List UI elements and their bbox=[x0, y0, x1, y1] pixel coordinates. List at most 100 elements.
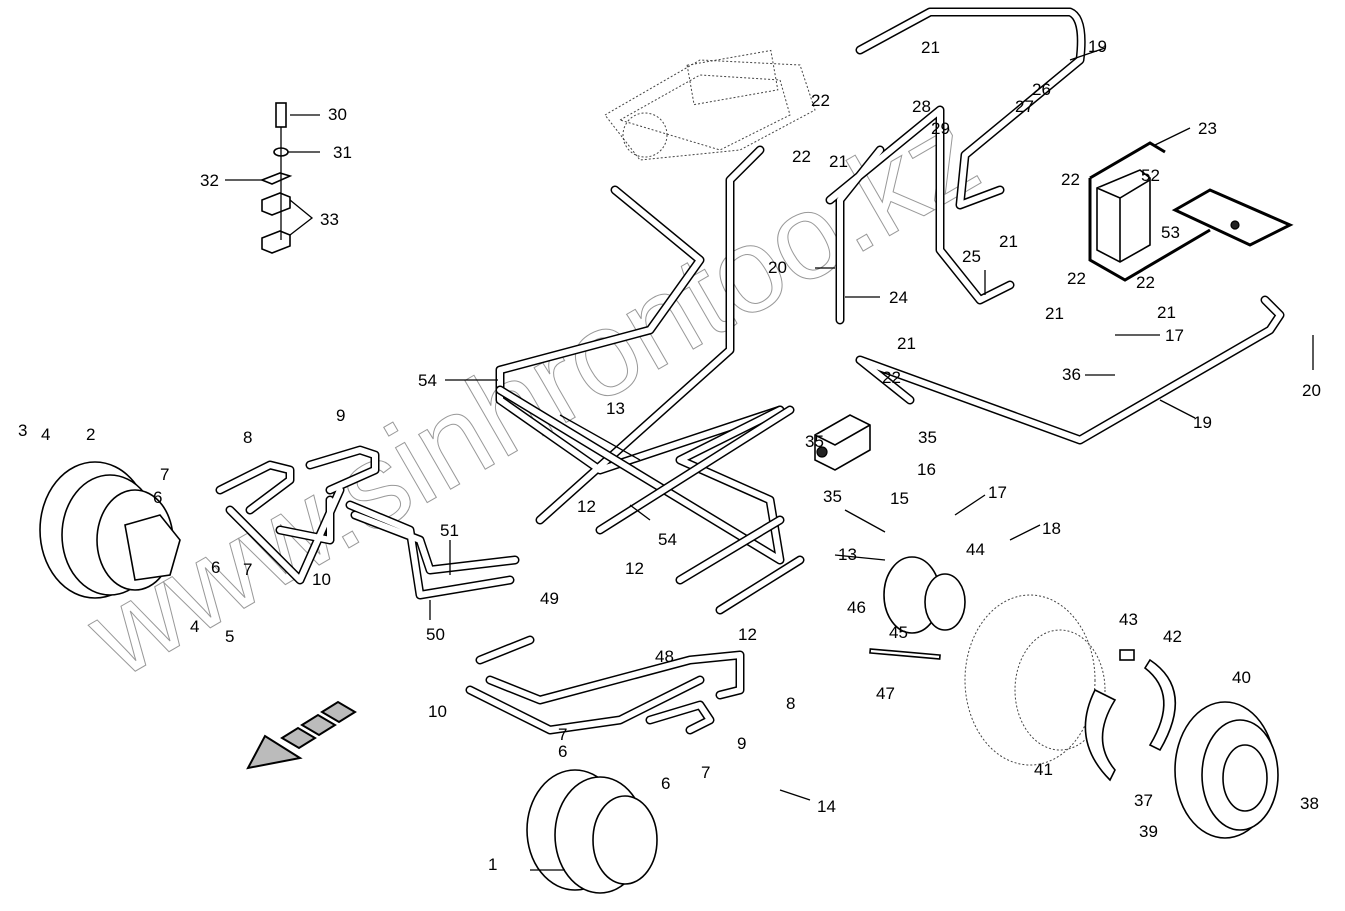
callout-50: 50 bbox=[426, 625, 445, 644]
callout-9: 9 bbox=[336, 406, 345, 425]
callout-32: 32 bbox=[200, 171, 219, 190]
callout-27: 27 bbox=[1015, 97, 1034, 116]
callout-12: 12 bbox=[625, 559, 644, 578]
callout-4: 4 bbox=[41, 425, 50, 444]
callout-6: 6 bbox=[153, 488, 162, 507]
callout-35: 35 bbox=[918, 428, 937, 447]
callout-17: 17 bbox=[1165, 326, 1184, 345]
callout-45: 45 bbox=[889, 623, 908, 642]
callout-30: 30 bbox=[328, 105, 347, 124]
callout-18: 18 bbox=[1042, 519, 1061, 538]
callout-12: 12 bbox=[577, 497, 596, 516]
callout-29: 29 bbox=[931, 119, 950, 138]
callout-21: 21 bbox=[829, 152, 848, 171]
callout-51: 51 bbox=[440, 521, 459, 540]
callout-8: 8 bbox=[243, 428, 252, 447]
o-ring-45 bbox=[924, 573, 966, 631]
callout-21: 21 bbox=[897, 334, 916, 353]
callout-44: 44 bbox=[966, 540, 985, 559]
callout-42: 42 bbox=[1163, 627, 1182, 646]
callout-21: 21 bbox=[1157, 303, 1176, 322]
callout-10: 10 bbox=[312, 570, 331, 589]
callout-36: 36 bbox=[1062, 365, 1081, 384]
callout-22: 22 bbox=[1061, 170, 1080, 189]
callout-25: 25 bbox=[962, 247, 981, 266]
callout-9: 9 bbox=[737, 734, 746, 753]
callout-20: 20 bbox=[768, 258, 787, 277]
callout-54: 54 bbox=[418, 371, 437, 390]
callout-48: 48 bbox=[655, 647, 674, 666]
callout-31: 31 bbox=[333, 143, 352, 162]
callout-21: 21 bbox=[999, 232, 1018, 251]
callout-22: 22 bbox=[1136, 273, 1155, 292]
callout-8: 8 bbox=[786, 694, 795, 713]
pipe-50-51 bbox=[345, 500, 520, 600]
callout-6: 6 bbox=[211, 558, 220, 577]
callout-3: 3 bbox=[18, 421, 27, 440]
callout-13: 13 bbox=[606, 399, 625, 418]
pipe-8-9-10-left bbox=[215, 445, 380, 585]
callout-13: 13 bbox=[838, 545, 857, 564]
pipe-13 bbox=[495, 385, 785, 565]
callout-labels: 1 2 3 4 4 5 6 6 6 6 7 7 7 7 8 8 9 9 10 1… bbox=[18, 37, 1321, 874]
callout-7: 7 bbox=[243, 560, 252, 579]
callout-22: 22 bbox=[882, 368, 901, 387]
callout-47: 47 bbox=[876, 684, 895, 703]
callout-38: 38 bbox=[1300, 794, 1319, 813]
clamp-assembly bbox=[259, 102, 293, 254]
callout-43: 43 bbox=[1119, 610, 1138, 629]
callout-7: 7 bbox=[160, 465, 169, 484]
hydraulic-pump bbox=[604, 49, 816, 161]
callout-49: 49 bbox=[540, 589, 559, 608]
callout-35: 35 bbox=[823, 487, 842, 506]
brake-assembly bbox=[869, 556, 1279, 839]
pipe-12-lines bbox=[595, 405, 805, 615]
forward-direction-arrow bbox=[246, 700, 357, 770]
callout-54: 54 bbox=[658, 530, 677, 549]
callout-6: 6 bbox=[661, 774, 670, 793]
callout-15: 15 bbox=[890, 489, 909, 508]
callout-19: 19 bbox=[1088, 37, 1107, 56]
callout-4: 4 bbox=[190, 617, 199, 636]
callout-39: 39 bbox=[1139, 822, 1158, 841]
callout-21: 21 bbox=[1045, 304, 1064, 323]
callout-12: 12 bbox=[738, 625, 757, 644]
callout-53: 53 bbox=[1161, 223, 1180, 242]
callout-5: 5 bbox=[225, 627, 234, 646]
callout-35: 35 bbox=[805, 432, 824, 451]
callout-33: 33 bbox=[320, 210, 339, 229]
callout-37: 37 bbox=[1134, 791, 1153, 810]
callout-17: 17 bbox=[988, 483, 1007, 502]
callout-41: 41 bbox=[1034, 760, 1053, 779]
callout-7: 7 bbox=[701, 763, 710, 782]
callout-28: 28 bbox=[912, 97, 931, 116]
callout-22: 22 bbox=[811, 91, 830, 110]
callout-22: 22 bbox=[1067, 269, 1086, 288]
pipe-24-25 bbox=[825, 105, 1015, 325]
pipe-8-9-10-bottom bbox=[465, 635, 745, 735]
drive-motor-2 bbox=[39, 461, 181, 599]
callout-40: 40 bbox=[1232, 668, 1251, 687]
callout-22: 22 bbox=[792, 147, 811, 166]
valve-block-52 bbox=[1088, 141, 1294, 282]
frame-23 bbox=[1088, 141, 1211, 282]
valve-block-15 bbox=[814, 414, 871, 471]
callout-46: 46 bbox=[847, 598, 866, 617]
callout-23: 23 bbox=[1198, 119, 1217, 138]
pipe-54 bbox=[495, 145, 785, 525]
callout-6: 6 bbox=[558, 742, 567, 761]
callout-2: 2 bbox=[86, 425, 95, 444]
pipe-19 bbox=[855, 7, 1285, 445]
callout-24: 24 bbox=[889, 288, 908, 307]
callout-10: 10 bbox=[428, 702, 447, 721]
callout-7: 7 bbox=[558, 725, 567, 744]
callout-19: 19 bbox=[1193, 413, 1212, 432]
callout-21: 21 bbox=[921, 38, 940, 57]
callout-52: 52 bbox=[1141, 166, 1160, 185]
callout-14: 14 bbox=[817, 797, 836, 816]
callout-1: 1 bbox=[488, 855, 497, 874]
callout-20: 20 bbox=[1302, 381, 1321, 400]
callout-26: 26 bbox=[1032, 80, 1051, 99]
leader-lines bbox=[225, 47, 1314, 871]
